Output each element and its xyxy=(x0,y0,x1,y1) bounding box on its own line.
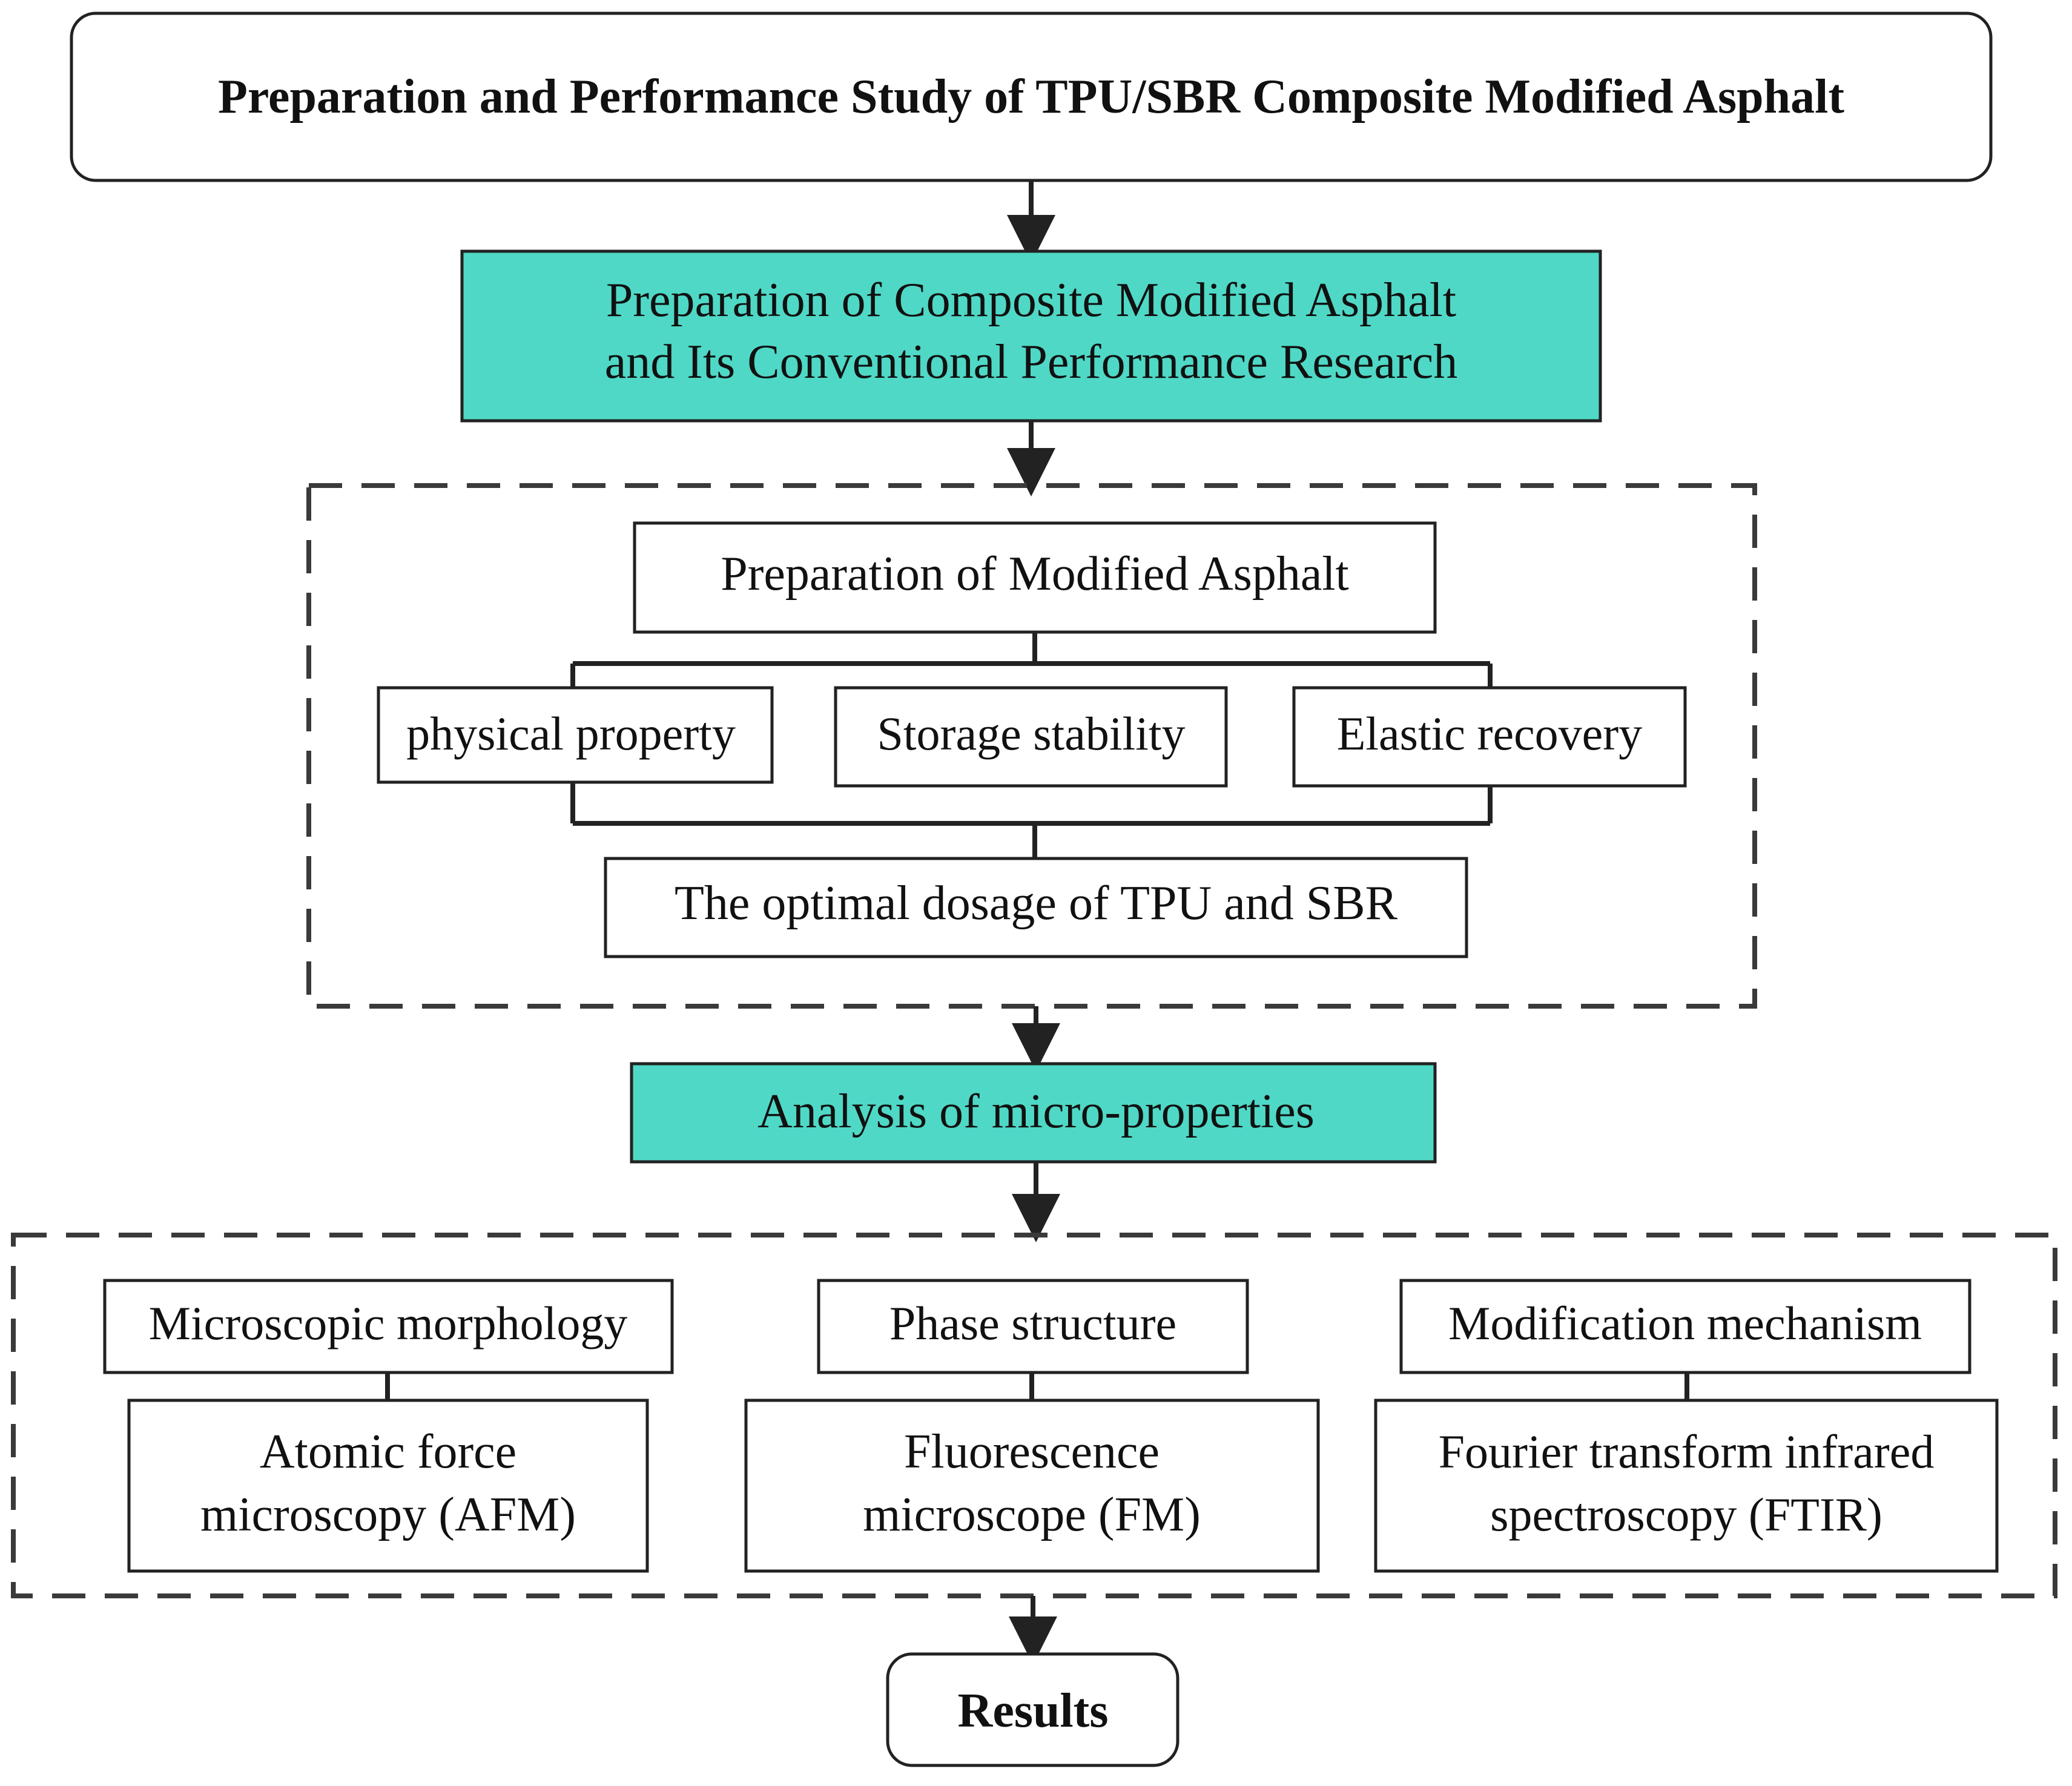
stage1-line2: and Its Conventional Performance Researc… xyxy=(605,335,1457,389)
preparation-box xyxy=(633,521,1437,634)
method-ftir-line2: spectroscopy (FTIR) xyxy=(1490,1488,1882,1541)
method-fm-line1: Fluorescence xyxy=(904,1425,1160,1478)
test-storage-stability-text: Storage stability xyxy=(877,707,1185,760)
results-text: Results xyxy=(958,1684,1109,1738)
method-box-fm xyxy=(744,1399,1320,1573)
heading-modification-mechanism-text: Modification mechanism xyxy=(1448,1297,1922,1349)
optimal-dosage-text: The optimal dosage of TPU and SBR xyxy=(675,877,1398,930)
group1-dashed-container xyxy=(306,483,1757,1009)
stage1-box xyxy=(460,249,1602,423)
method-afm-line2: microscopy (AFM) xyxy=(200,1488,576,1541)
optimal-dosage-box xyxy=(604,857,1468,958)
preparation-text: Preparation of Modified Asphalt xyxy=(721,547,1349,601)
method-box-afm xyxy=(127,1399,649,1573)
stage1-line1: Preparation of Composite Modified Asphal… xyxy=(606,274,1456,327)
heading-box-microscopic-morphology xyxy=(103,1279,674,1374)
method-ftir-line1: Fourier transform infrared xyxy=(1439,1425,1935,1478)
stage2-box xyxy=(630,1062,1437,1164)
method-fm-line2: microscope (FM) xyxy=(863,1488,1201,1541)
heading-microscopic-morphology-text: Microscopic morphology xyxy=(149,1297,628,1349)
method-afm-line1: Atomic force xyxy=(260,1425,516,1478)
heading-box-phase-structure xyxy=(817,1279,1249,1374)
test-box-elastic-recovery xyxy=(1292,686,1687,788)
test-physical-property-text: physical property xyxy=(406,707,736,760)
test-box-physical-property xyxy=(377,686,774,784)
test-elastic-recovery-text: Elastic recovery xyxy=(1337,707,1643,760)
test-box-storage-stability xyxy=(834,686,1228,788)
stage2-text: Analysis of micro-properties xyxy=(757,1085,1315,1138)
results-box xyxy=(886,1652,1180,1767)
heading-phase-structure-text: Phase structure xyxy=(889,1297,1176,1349)
title-text: Preparation and Performance Study of TPU… xyxy=(218,70,1844,124)
group2-dashed-container xyxy=(11,1233,2057,1598)
method-box-ftir xyxy=(1374,1399,1999,1573)
